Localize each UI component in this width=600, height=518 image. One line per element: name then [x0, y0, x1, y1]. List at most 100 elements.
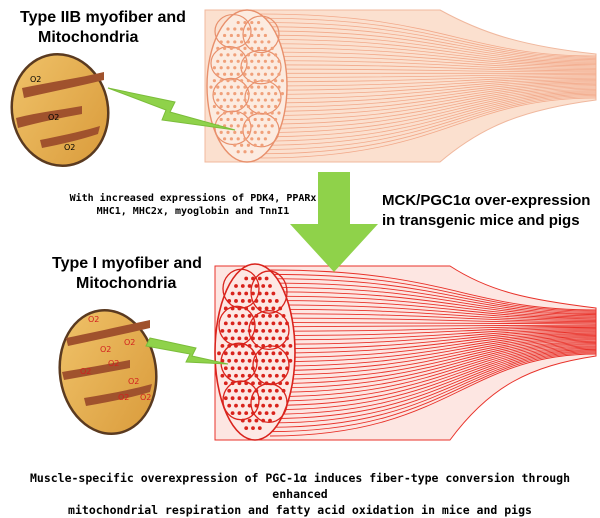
muscle-striation — [269, 287, 597, 316]
fiber-dot — [251, 321, 255, 326]
fiber-dot — [230, 306, 235, 311]
fiber-dot — [253, 40, 257, 44]
fiber-dot — [240, 104, 244, 109]
fiber-dot — [253, 143, 257, 147]
fiber-dot — [251, 426, 255, 431]
fiber-dot — [253, 92, 257, 96]
fiber-dot — [260, 79, 264, 83]
fiber-dot — [243, 111, 247, 115]
fiber-dot — [233, 40, 237, 44]
fiber-dot — [230, 396, 235, 401]
fiber-dot — [270, 85, 274, 89]
fiber-dot — [233, 143, 237, 147]
fiber-dot — [250, 20, 254, 25]
fiber-dot — [281, 388, 286, 393]
fiber-dot — [226, 130, 230, 134]
fiber-dot — [243, 20, 247, 25]
fiber-dot — [247, 284, 252, 288]
fiber-dot — [236, 72, 240, 76]
fiber-dot — [257, 20, 261, 25]
fiber-dot — [267, 130, 271, 134]
fiber-dot — [240, 388, 245, 393]
muscle-striation — [269, 350, 597, 424]
crista — [40, 126, 100, 148]
fiber-dot — [223, 72, 227, 76]
fiber-dot — [250, 33, 254, 38]
fiber-dot — [237, 411, 242, 416]
fiber-dot — [277, 59, 281, 63]
fiber-dot — [261, 299, 266, 303]
fiber-dot — [251, 396, 255, 401]
muscle-striation — [269, 344, 597, 402]
fiber-dot — [257, 366, 262, 371]
fiber-dot — [261, 418, 266, 423]
fiber-dot — [263, 111, 267, 115]
fiber-dot — [257, 306, 262, 311]
fiber-dot — [244, 381, 249, 386]
fiber-dot — [264, 366, 269, 371]
fiber-dot — [254, 343, 259, 348]
fiber-dot — [285, 351, 289, 356]
fiber-dot — [240, 299, 245, 303]
fiber-dot — [236, 98, 240, 102]
fiber-dot — [212, 66, 216, 70]
fiber-dot — [264, 381, 269, 386]
muscle-striation — [259, 39, 597, 64]
fiber-dot — [223, 366, 228, 371]
muscle-striation — [269, 282, 597, 314]
fiber-dot — [251, 411, 255, 416]
fiber-dot — [270, 59, 274, 63]
fiber-dot — [243, 98, 247, 102]
fiber-dot — [234, 328, 238, 333]
fiber-dot — [247, 314, 252, 318]
muscle-striation — [259, 13, 597, 57]
muscle-striation — [259, 91, 597, 138]
muscle-striation — [269, 348, 597, 419]
fiber-dot — [230, 381, 235, 386]
fiber-dot — [254, 284, 259, 288]
fiber-dot — [261, 343, 266, 348]
fiber-dot — [237, 336, 242, 341]
fiber-dot — [246, 40, 250, 44]
fiber-dot — [227, 358, 232, 363]
crista — [84, 384, 152, 406]
muscle-striation — [269, 335, 597, 367]
muscle-striation — [259, 43, 597, 66]
expression-note-line2: MHC1, MHC2x, myoglobin and TnnI1 — [96, 206, 290, 217]
fiber-dot — [236, 20, 240, 25]
fiber-dot — [254, 358, 259, 363]
fiber-dot — [257, 336, 262, 341]
muscle-striation — [259, 90, 597, 133]
fiber-dot — [267, 117, 271, 122]
type-iib-title-line2: Mitochondria — [38, 29, 139, 46]
muscle-striation — [269, 351, 597, 428]
type-i-cross-section — [214, 263, 296, 441]
fiber-dot — [274, 79, 278, 83]
fiber-dot — [268, 388, 272, 393]
fiber-dot — [219, 40, 223, 44]
fiber-dot — [274, 314, 279, 318]
muscle-striation — [269, 343, 597, 398]
fiber-dot — [230, 291, 235, 296]
type-i-title: Type I myofiber and Mitochondria — [52, 254, 242, 294]
fiber-dot — [261, 314, 266, 318]
fiber-dot — [226, 117, 230, 122]
fiber-dot — [233, 117, 237, 122]
fiber-dot — [247, 418, 252, 423]
muscle-striation — [269, 300, 597, 319]
fiber-dot — [263, 98, 267, 102]
fiber-dot — [250, 59, 254, 63]
fiber-dot — [257, 411, 262, 416]
o2-label: O2 — [128, 377, 139, 386]
fiber-dot — [223, 321, 228, 326]
fiber-dot — [267, 53, 271, 57]
fiber-dot — [243, 85, 247, 89]
fiber-dot — [253, 66, 257, 70]
fiber-dot — [243, 150, 247, 154]
muscle-striation — [259, 34, 597, 63]
fiber-dot — [246, 143, 250, 147]
fiber-dot — [223, 137, 227, 141]
fiber-dot — [219, 66, 223, 70]
fiber-dot — [240, 66, 244, 70]
